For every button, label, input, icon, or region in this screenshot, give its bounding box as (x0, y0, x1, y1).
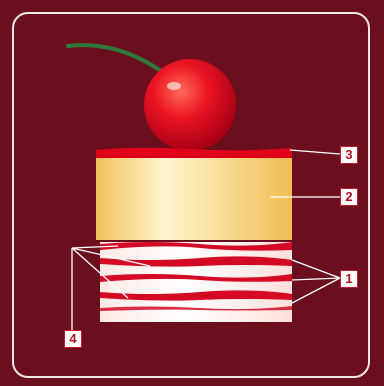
glaze-layer (96, 148, 292, 158)
label-1: 1 (340, 270, 358, 288)
cherry (144, 59, 236, 151)
cherry-highlight (167, 82, 181, 90)
label-3: 3 (340, 146, 358, 164)
label-2: 2 (340, 188, 358, 206)
label-4: 4 (64, 330, 82, 348)
sponge-layer (96, 154, 292, 240)
cherry-stem (68, 45, 168, 76)
